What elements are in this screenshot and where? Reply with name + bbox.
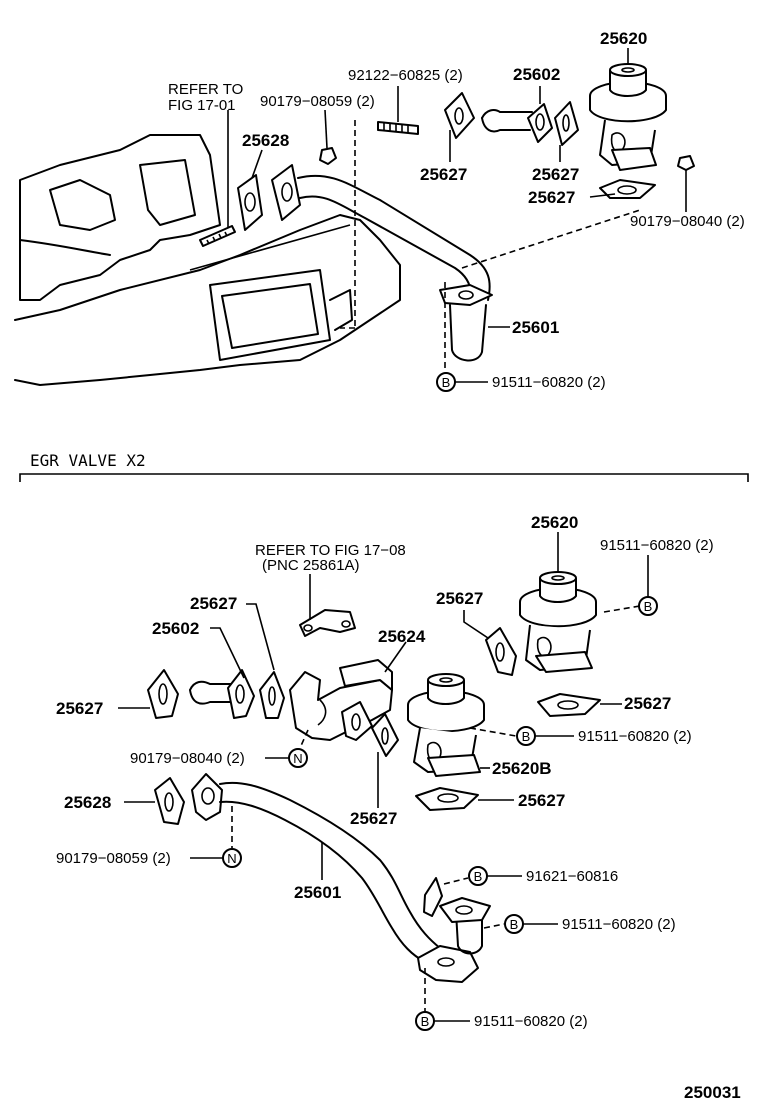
pipe-25602-top (481, 103, 553, 143)
leader-25602-bottom (210, 627, 245, 679)
figure-id: 250031 (684, 1083, 741, 1102)
nut-90179-08059-top (319, 147, 337, 165)
leader-nut-top (324, 109, 328, 149)
bolt-b-letter-5: B (421, 1014, 430, 1029)
pipe-25602-bottom (189, 669, 255, 719)
part-91511-60820-bottom-c: 91511−60820 (2) (562, 916, 676, 933)
part-91511-60820-bottom-a: 91511−60820 (2) (600, 537, 714, 554)
part-25620-bottom: 25620 (531, 513, 578, 532)
egr-valve-25620-top (589, 63, 667, 171)
part-25627-top-c: 25627 (528, 188, 575, 207)
part-25624: 25624 (378, 627, 426, 646)
part-25627-bottom-f: 25627 (518, 791, 565, 810)
section-bracket (19, 473, 749, 482)
leader-25627-bottom-b (246, 603, 275, 671)
part-25627-bottom-a: 25627 (436, 589, 483, 608)
part-25627-bottom-b: 25627 (190, 594, 237, 613)
part-25627-top-b: 25627 (532, 165, 579, 184)
egr-pipe-25601-top (271, 164, 493, 362)
part-25602-top: 25602 (513, 65, 560, 84)
part-25628-bottom: 25628 (64, 793, 111, 812)
leader-25624 (384, 641, 407, 673)
leader-25628-top (251, 149, 263, 179)
egr-valve-25620-bottom (519, 571, 597, 673)
part-90179-08059-top: 90179−08059 (2) (260, 93, 375, 110)
egr-valve-25620B (407, 673, 485, 777)
part-25601-bottom: 25601 (294, 883, 341, 902)
refer-bottom-line2: (PNC 25861A) (262, 557, 360, 574)
gasket-25627-bottom-a (485, 627, 517, 676)
egr-adapter-25624 (289, 659, 393, 741)
part-25628-top: 25628 (242, 131, 289, 150)
part-25620-top: 25620 (600, 29, 647, 48)
gasket-25627-bottom-f (415, 787, 479, 811)
gasket-25627-bottom-d (537, 693, 601, 717)
dash-b-valve-upper (603, 605, 641, 613)
egr-pipe-25601-bottom (191, 773, 491, 983)
part-25602-bottom: 25602 (152, 619, 199, 638)
bolt-b-letter-4: B (510, 917, 519, 932)
intake-manifold-illustration (14, 134, 401, 386)
part-90179-08040-top: 90179−08040 (2) (630, 213, 745, 230)
stud-bolt (199, 225, 236, 247)
part-92122-60825: 92122−60825 (2) (348, 67, 463, 84)
refer-bottom-line1: REFER TO FIG 17−08 (255, 542, 406, 559)
part-90179-08040-bottom: 90179−08040 (2) (130, 750, 245, 767)
section-title: EGR VALVE X2 (30, 451, 146, 470)
refer-label-1: REFER TO (168, 81, 243, 98)
leader-25627-bottom-a (463, 610, 489, 639)
dash-b-91621 (443, 877, 469, 885)
bolt-b-letter-3: B (474, 869, 483, 884)
gasket-25627-top-b (554, 101, 579, 146)
leader-25627-top-c (589, 193, 616, 198)
part-25620B: 25620B (492, 759, 552, 778)
part-25627-bottom-e: 25627 (56, 699, 103, 718)
bolt-b-letter-top: B (442, 375, 451, 390)
gasket-25627-bottom-e (147, 669, 179, 719)
stud-92122-60825 (377, 121, 419, 135)
part-25627-bottom-d: 25627 (624, 694, 671, 713)
dash-n-upper (299, 729, 309, 749)
part-25627-bottom-c: 25627 (350, 809, 397, 828)
dash-b-pipe-flange (483, 923, 505, 929)
refer-label-2: FIG 17-01 (168, 97, 236, 114)
part-90179-08059-bottom: 90179−08059 (2) (56, 850, 171, 867)
bracket-refer-17-08 (299, 609, 356, 637)
bolt-b-letter-2: B (522, 729, 531, 744)
nut-90179-08040-top (677, 155, 695, 171)
gasket-25628-bottom (154, 777, 185, 825)
part-91511-60820-top: 91511−60820 (2) (492, 374, 606, 391)
nut-n-letter-2: N (227, 851, 236, 866)
nut-n-letter-1: N (293, 751, 302, 766)
dash-b-valve-lower (469, 727, 517, 737)
part-91511-60820-bottom-b: 91511−60820 (2) (578, 728, 692, 745)
dash-top-pipe (461, 209, 641, 269)
part-91621-60816: 91621−60816 (526, 868, 618, 885)
gasket-25627-bottom-b (259, 671, 285, 719)
gasket-25627-top-a (444, 92, 475, 139)
gasket-25628-top (237, 174, 263, 231)
part-25627-top-a: 25627 (420, 165, 467, 184)
bolt-b-letter-1: B (644, 599, 653, 614)
part-91511-60820-bottom-d: 91511−60820 (2) (474, 1013, 588, 1030)
part-25601-top: 25601 (512, 318, 559, 337)
gasket-25627-bottom-c (371, 713, 399, 757)
